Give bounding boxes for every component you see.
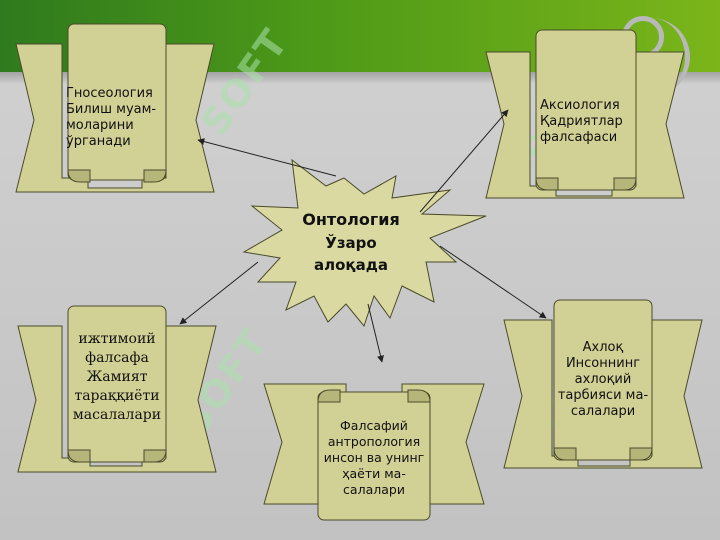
corner-swirl-ornament bbox=[630, 18, 690, 96]
arrow-to-axiology bbox=[419, 109, 509, 213]
arrow-to-social bbox=[179, 261, 259, 325]
scroll-axiology bbox=[485, 29, 685, 199]
arrow-to-ethics bbox=[439, 245, 547, 319]
center-star-shape bbox=[242, 158, 487, 328]
arrow-to-gnoseology bbox=[197, 138, 337, 177]
label-social: ижтимоий фалсафа Жамият тараққиёти масал… bbox=[72, 331, 162, 423]
arrow-to-anthropology bbox=[367, 303, 384, 363]
label-gnoseology: Гносеология Билиш муам- моларини ўрганад… bbox=[66, 86, 157, 149]
center-title: Онтология bbox=[302, 210, 400, 229]
scroll-ethics bbox=[503, 299, 703, 469]
label-anthropology: Фалсафий антропология инсон ва унинг ҳаё… bbox=[323, 418, 425, 497]
scroll-anthropology bbox=[263, 383, 485, 521]
scroll-social bbox=[17, 305, 217, 473]
label-ethics: Ахлоқ Инсоннинг ахлоқий тарбияси ма- сал… bbox=[557, 340, 649, 419]
label-axiology: Аксиология Қадриятлар фалсафаси bbox=[540, 98, 623, 145]
center-subtitle: Ўзаро алоқада bbox=[314, 234, 388, 274]
scroll-gnoseology bbox=[15, 23, 215, 193]
